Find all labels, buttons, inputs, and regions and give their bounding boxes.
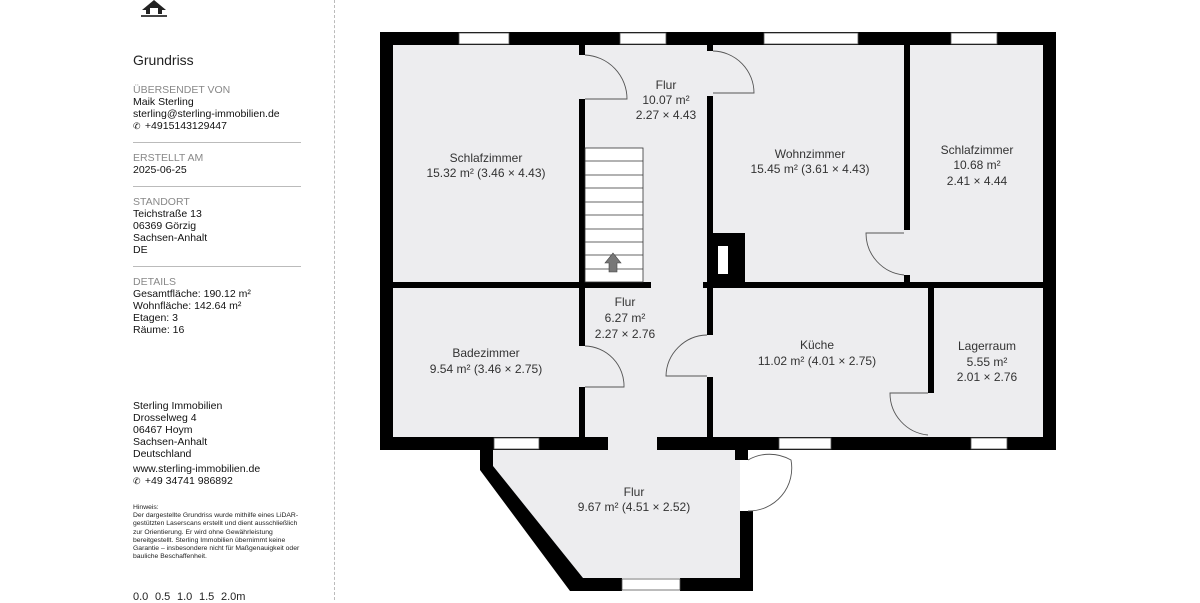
sender-email[interactable]: sterling@sterling-immobilien.de (133, 108, 280, 120)
house-logo-icon (141, 0, 167, 17)
phone-icon: ✆ (133, 121, 141, 131)
room-name: Flur (624, 485, 645, 499)
room-name: Küche (800, 338, 834, 352)
created-date: 2025-06-25 (133, 164, 187, 176)
created-section: ERSTELLT AM 2025-06-25 (133, 152, 301, 176)
company-website[interactable]: www.sterling-immobilien.de (133, 463, 261, 475)
location-section: STANDORT Teichstraße 13 06369 Görzig Sac… (133, 196, 301, 256)
room-dims: 2.01 × 2.76 (957, 370, 1018, 384)
page-divider (334, 0, 335, 600)
room-name: Wohnzimmer (775, 147, 845, 161)
divider (133, 266, 301, 267)
disclaimer-note: Hinweis: Der dargestellte Grundriss wurd… (133, 504, 301, 561)
company-city: 06467 Hoym (133, 424, 193, 436)
room-area: 10.68 m² (953, 158, 1000, 172)
divider (133, 142, 301, 143)
sent-by-section: ÜBERSENDET VON Maik Sterling sterling@st… (133, 84, 301, 132)
room-area: 15.32 m² (3.46 × 4.43) (426, 166, 545, 180)
location-state: Sachsen-Anhalt (133, 232, 208, 244)
company-section: Sterling Immobilien Drosselweg 4 06467 H… (133, 400, 301, 487)
rooms-count: Räume: 16 (133, 324, 185, 336)
details-label: DETAILS (133, 276, 176, 288)
divider (133, 186, 301, 187)
created-label: ERSTELLT AM (133, 152, 204, 164)
floors: Etagen: 3 (133, 312, 178, 324)
living-area: Wohnfläche: 142.64 m² (133, 300, 242, 312)
note-text: Der dargestellte Grundriss wurde mithilf… (133, 512, 300, 561)
company-street: Drosselweg 4 (133, 412, 197, 424)
note-heading: Hinweis: (133, 504, 159, 511)
stairs-up-arrow-icon (604, 252, 622, 273)
company-phone[interactable]: +49 34741 986892 (144, 475, 233, 487)
company-name: Sterling Immobilien (133, 400, 223, 412)
windows (458, 32, 1008, 591)
floor-fill (393, 45, 1043, 578)
phone-icon: ✆ (133, 476, 141, 486)
room-dims: 2.27 × 4.43 (636, 108, 697, 122)
room-name: Schlafzimmer (450, 151, 523, 165)
page-title: Grundriss (133, 52, 194, 68)
room-area: 10.07 m² (642, 93, 689, 107)
sidebar: Grundriss ÜBERSENDET VON Maik Sterling s… (133, 0, 301, 603)
room-area: 6.27 m² (605, 311, 646, 325)
room-area: 9.67 m² (4.51 × 2.52) (578, 500, 690, 514)
sender-name: Maik Sterling (133, 96, 194, 108)
room-area: 15.45 m² (3.61 × 4.43) (750, 162, 869, 176)
room-name: Lagerraum (958, 339, 1016, 353)
room-area: 9.54 m² (3.46 × 2.75) (430, 362, 542, 376)
location-country: DE (133, 244, 148, 256)
room-dims: 2.27 × 2.76 (595, 327, 656, 341)
company-state: Sachsen-Anhalt (133, 436, 208, 448)
room-name: Schlafzimmer (941, 143, 1014, 157)
location-city: 06369 Görzig (133, 220, 197, 232)
room-dims: 2.41 × 4.44 (947, 174, 1008, 188)
door-arcs (584, 50, 929, 512)
walls (380, 32, 1056, 591)
room-name: Flur (615, 295, 636, 309)
room-name: Flur (656, 78, 677, 92)
details-section: DETAILS Gesamtfläche: 190.12 m² Wohnfläc… (133, 276, 301, 336)
location-street: Teichstraße 13 (133, 208, 202, 220)
company-country: Deutschland (133, 448, 192, 460)
sent-by-label: ÜBERSENDET VON (133, 84, 231, 96)
room-name: Badezimmer (452, 346, 519, 360)
sender-phone[interactable]: +4915143129447 (144, 120, 227, 132)
total-area: Gesamtfläche: 190.12 m² (133, 288, 251, 300)
location-label: STANDORT (133, 196, 190, 208)
room-area: 5.55 m² (967, 355, 1008, 369)
room-area: 11.02 m² (4.01 × 2.75) (758, 354, 876, 368)
